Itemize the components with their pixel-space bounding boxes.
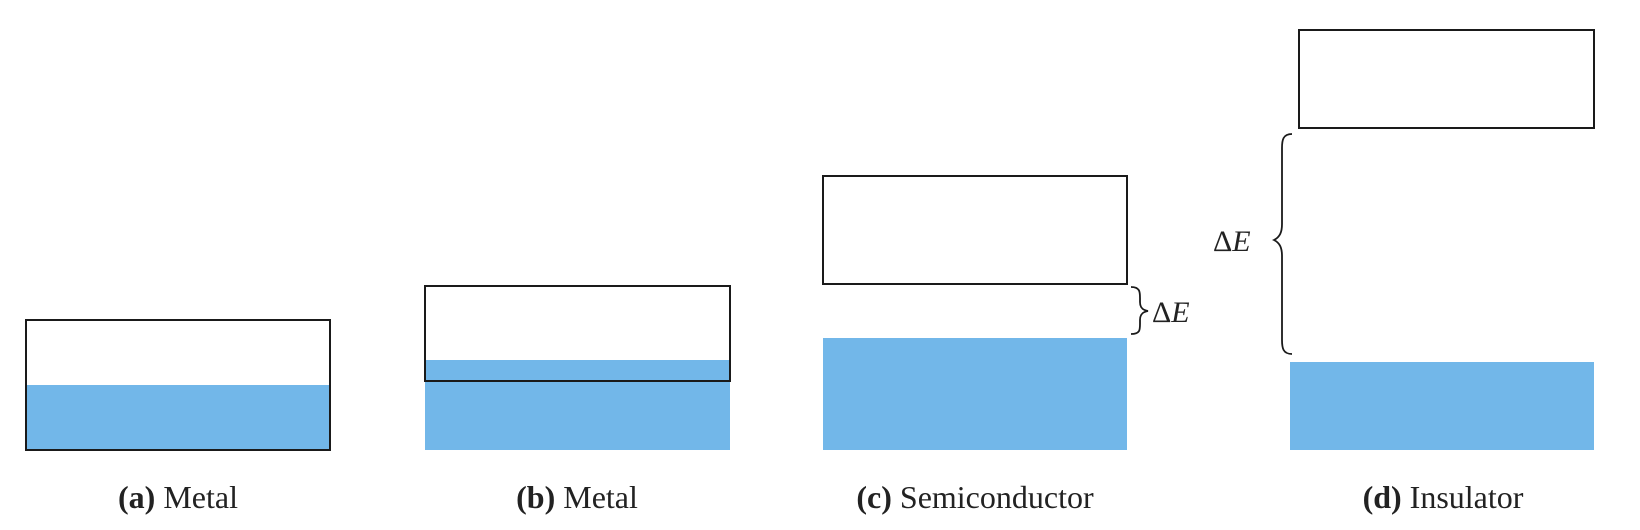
panel-b-lower-band-filled [425,360,730,450]
panel-b-caption: (b)Metal [516,479,638,515]
panel-d-name: Insulator [1410,479,1524,515]
panel-c-gap-label: ΔE [1152,296,1190,329]
panel-d: ΔE (d)Insulator [1213,29,1595,515]
panel-b-letter: b [527,479,545,515]
panel-c-conduction-band [822,175,1128,285]
panel-c-name: Semiconductor [900,479,1094,515]
panel-a-band [25,319,331,451]
panel-c-valence-band [823,338,1127,450]
panel-b: (b)Metal [424,285,731,515]
panel-d-gap-brace [1271,133,1293,355]
panel-c-letter: c [867,479,881,515]
panel-a-letter: a [129,479,145,515]
panel-a-filled-region [26,385,330,450]
panel-c-gap-brace [1130,286,1149,335]
panel-d-letter: d [1373,479,1391,515]
panel-a-caption: (a)Metal [118,479,238,515]
panel-c-caption: (c)Semiconductor [856,479,1094,515]
panel-c: ΔE (c)Semiconductor [822,175,1190,515]
panel-a: (a)Metal [25,319,331,515]
panel-b-name: Metal [563,479,638,515]
panel-d-gap-label: ΔE [1213,225,1251,258]
panel-d-caption: (d)Insulator [1363,479,1524,515]
panel-d-conduction-band [1298,29,1595,129]
panel-d-valence-band [1290,362,1594,450]
panel-b-upper-band [424,285,731,382]
panel-a-name: Metal [163,479,238,515]
